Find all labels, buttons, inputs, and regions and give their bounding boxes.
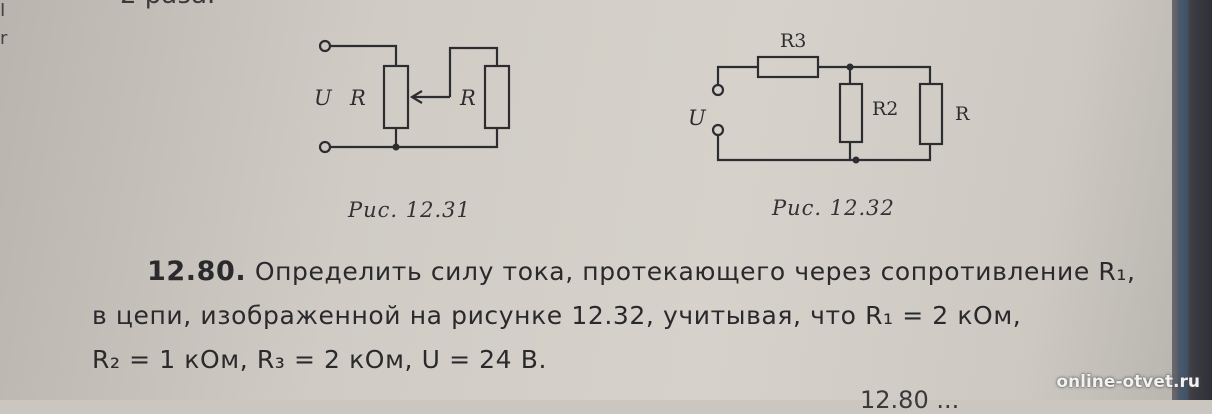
label-r3: R3 (780, 30, 806, 52)
resistor-r2 (838, 82, 864, 144)
previous-text-fragment: 2 раза. (120, 0, 215, 10)
wire-top-right (818, 65, 932, 84)
slider-arrowhead (409, 90, 423, 104)
wire-bottom (716, 135, 932, 162)
label-r2: R2 (872, 98, 898, 120)
wire-top-left (716, 65, 758, 85)
problem-line-1: 12.80. Определить силу тока, протекающег… (92, 250, 1182, 294)
junction-dot (392, 143, 400, 151)
terminal-bottom (318, 140, 332, 154)
margin-fragment-1: I (0, 0, 6, 21)
margin-fragment-2: r (0, 28, 8, 49)
figure-12-32-circuit: U R3 R2 R1 (688, 30, 970, 164)
next-text-fragment: 12.80 ... (860, 386, 960, 414)
watermark: online-otvet.ru (1056, 372, 1200, 392)
figure-12-31-circuit: U R R (314, 39, 511, 154)
problem-12-80: 12.80. Определить силу тока, протекающег… (92, 250, 1182, 382)
label-r1: R1 (955, 103, 970, 125)
terminal-bottom (711, 123, 725, 137)
caption-figure-12-31: Рис. 12.31 (348, 198, 471, 222)
terminal-top (711, 83, 725, 97)
wire-bottom (330, 128, 499, 149)
label-r-right: R (459, 86, 476, 110)
page-edge-strip (1178, 0, 1188, 400)
label-r-left: R (349, 86, 366, 110)
resistor-r-right (483, 64, 511, 130)
resistor-r1 (918, 82, 944, 146)
problem-line-2: в цепи, изображенной на рисунке 12.32, у… (92, 301, 1022, 330)
label-u: U (688, 106, 707, 130)
terminal-top (318, 39, 332, 53)
label-u: U (314, 86, 333, 110)
caption-figure-12-32: Рис. 12.32 (772, 196, 895, 220)
problem-line-1-text: Определить силу тока, протекающего через… (254, 257, 1136, 286)
problem-line-3: R₂ = 1 кОм, R₃ = 2 кОм, U = 24 В. (92, 345, 548, 374)
problem-number: 12.80. (147, 256, 247, 287)
wire-slider (448, 46, 499, 97)
wire-top-left (330, 44, 398, 66)
resistor-r3 (756, 55, 820, 79)
resistor-r-left (382, 64, 410, 130)
